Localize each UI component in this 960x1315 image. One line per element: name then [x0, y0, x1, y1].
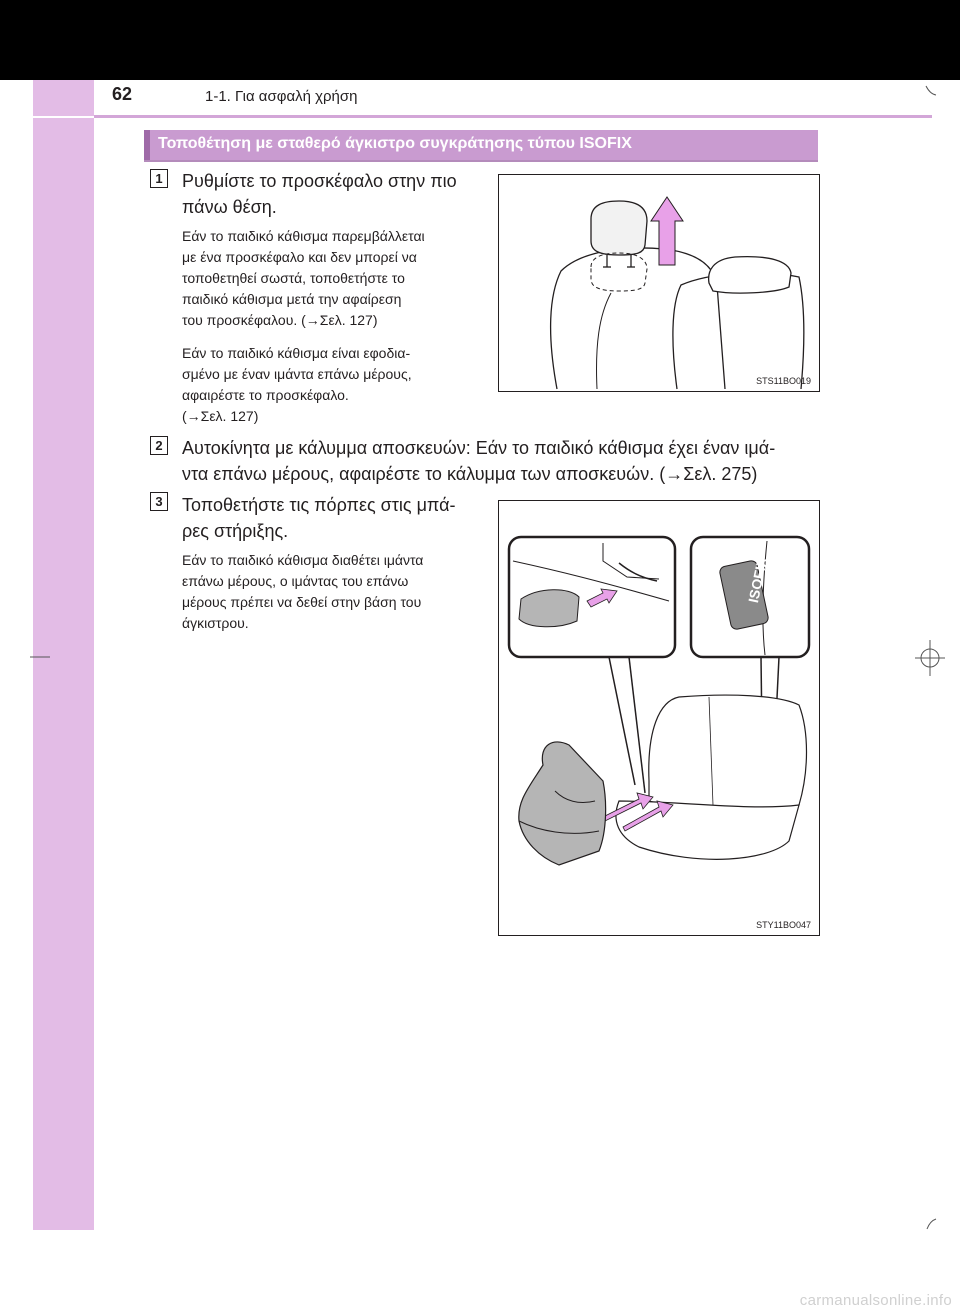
figure-isofix-install: ISOFIX STY11BO047: [498, 500, 820, 936]
note-line: του προσκέφαλου. (→Σελ. 127): [182, 312, 378, 328]
note-line: τοποθετηθεί σωστά, τοποθετήστε το: [182, 270, 405, 286]
top-black-band: [0, 0, 960, 80]
crop-mark-bottom-right: [926, 1218, 937, 1230]
step-1-line-2: πάνω θέση.: [182, 197, 277, 217]
step-1-note-2: Εάν το παιδικό κάθισμα είναι εφοδια- σμέ…: [182, 343, 492, 427]
step-1-instruction: Ρυθμίστε το προσκέφαλο στην πιο πάνω θέσ…: [182, 168, 492, 220]
note-line: άγκιστρου.: [182, 615, 249, 631]
header-rule: [94, 115, 932, 118]
section-heading-bar: Τοποθέτηση με σταθερό άγκιστρο συγκράτησ…: [144, 130, 818, 162]
figure-code: STY11BO047: [756, 920, 811, 930]
step-2-line-2: ντα επάνω μέρους, αφαιρέστε το κάλυμμα τ…: [182, 464, 758, 484]
step-3-note: Εάν το παιδικό κάθισμα διαθέτει ιμάντα ε…: [182, 550, 492, 634]
note-line: (→Σελ. 127): [182, 408, 259, 424]
note-line: με ένα προσκέφαλο και δεν μπορεί να: [182, 249, 417, 265]
step-3-line-2: ρες στήριξης.: [182, 521, 289, 541]
section-title: Τοποθέτηση με σταθερό άγκιστρο συγκράτησ…: [158, 135, 632, 152]
watermark: carmanualsonline.info: [799, 1292, 952, 1309]
crop-mark-middle-right: [915, 640, 945, 676]
crop-mark-middle-left: [30, 656, 50, 658]
figure-code: STS11BO019: [756, 376, 811, 386]
note-line: μέρους πρέπει να δεθεί στην βάση του: [182, 594, 422, 610]
page-number: 62: [112, 84, 133, 104]
step-number-1: 1: [150, 169, 168, 188]
figure-headrest-raise: STS11BO019: [498, 174, 820, 392]
note-line: παιδικό κάθισμα μετά την αφαίρεση: [182, 291, 402, 307]
note-line: Εάν το παιδικό κάθισμα είναι εφοδια-: [182, 345, 411, 361]
note-line: Εάν το παιδικό κάθισμα παρεμβάλλεται: [182, 228, 425, 244]
step-2-line-1: Αυτοκίνητα με κάλυμμα αποσκευών: Εάν το …: [182, 438, 776, 458]
note-line: επάνω μέρους, ο ιμάντας του επάνω: [182, 573, 409, 589]
crop-mark-top-right: [925, 85, 937, 96]
step-1-line-1: Ρυθμίστε το προσκέφαλο στην πιο: [182, 171, 457, 191]
running-head: 1-1. Για ασφαλή χρήση: [205, 88, 358, 105]
step-3-line-1: Τοποθετήστε τις πόρπες στις μπά-: [182, 495, 456, 515]
note-line: σμένο με έναν ιμάντα επάνω μέρους,: [182, 366, 412, 382]
isofix-illustration: ISOFIX: [507, 535, 811, 866]
step-3-instruction: Τοποθετήστε τις πόρπες στις μπά- ρες στή…: [182, 492, 492, 544]
step-number-2: 2: [150, 436, 168, 455]
step-2-instruction: Αυτοκίνητα με κάλυμμα αποσκευών: Εάν το …: [182, 435, 822, 487]
step-1-note-1: Εάν το παιδικό κάθισμα παρεμβάλλεται με …: [182, 226, 492, 331]
note-line: αφαιρέστε το προσκέφαλο.: [182, 387, 349, 403]
step-number-3: 3: [150, 492, 168, 511]
note-line: Εάν το παιδικό κάθισμα διαθέτει ιμάντα: [182, 552, 424, 568]
headrest-illustration: [549, 196, 805, 390]
chapter-sidebar: [33, 80, 94, 1230]
